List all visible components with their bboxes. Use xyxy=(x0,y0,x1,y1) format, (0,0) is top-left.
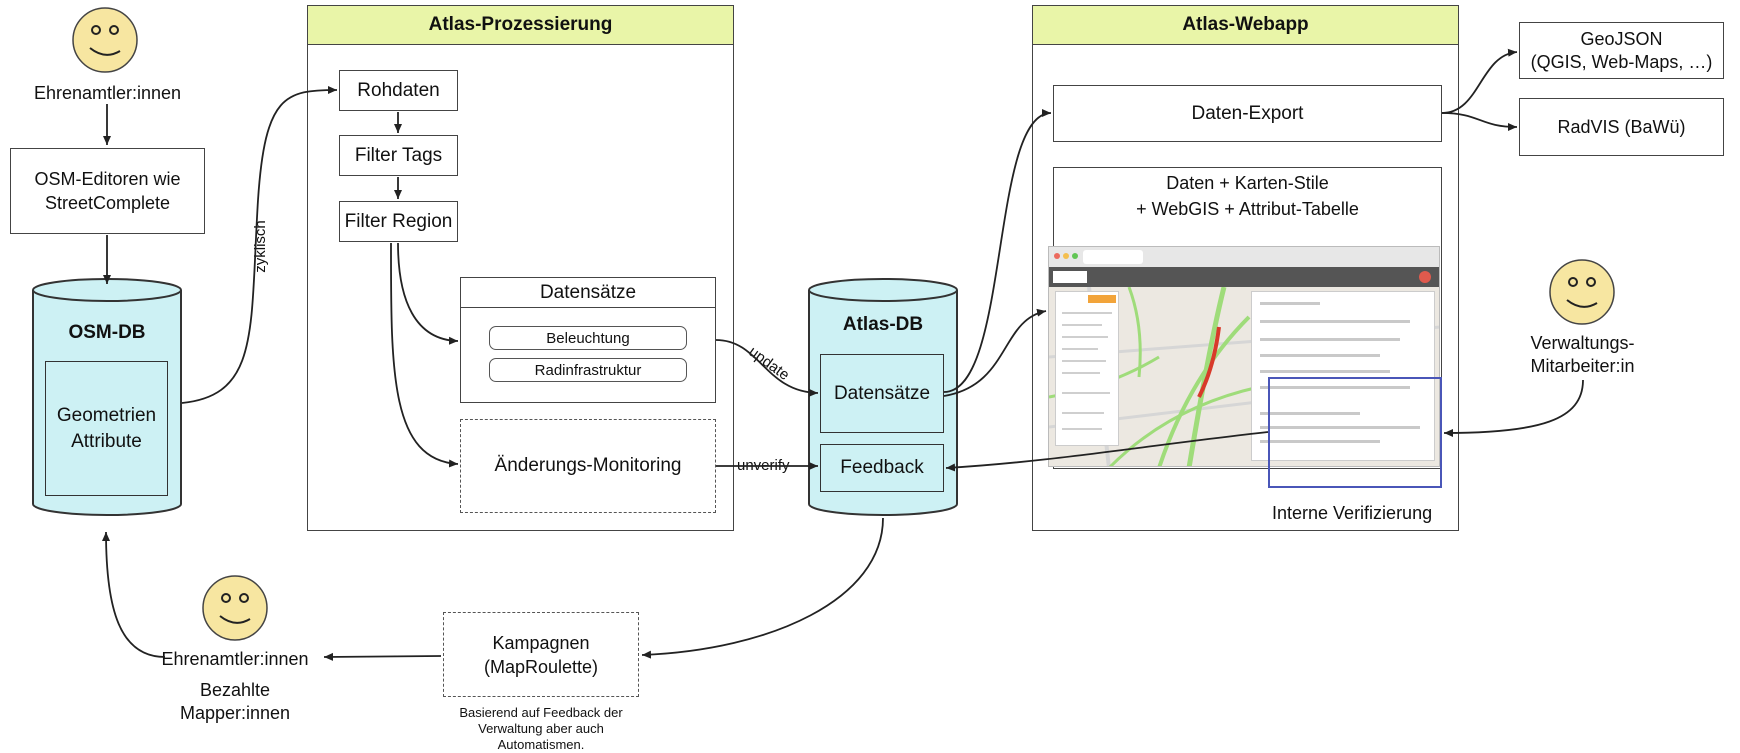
osm-editors-line-1: OSM-Editoren wie xyxy=(34,169,181,189)
campaigns-note-line-2: Verwaltung aber auch xyxy=(478,721,604,736)
legend-line xyxy=(1062,412,1104,414)
campaigns-line-2: (MapRoulette) xyxy=(483,656,599,677)
webgis-title-line-1: Daten + Karten-Stile xyxy=(1166,173,1329,193)
filter-region-box: Filter Region xyxy=(339,201,458,242)
attribute-row xyxy=(1260,320,1410,323)
campaigns-note-line-1: Basierend auf Feedback der xyxy=(459,705,623,720)
window-max-dot xyxy=(1072,253,1078,259)
arrow-staff-to-verification xyxy=(1443,379,1584,437)
attribute-row xyxy=(1260,412,1360,415)
paid-mappers-line-2: Mapper:innen xyxy=(179,703,291,723)
volunteer-face-icon xyxy=(72,7,138,73)
campaigns-line-1: Kampagnen xyxy=(492,632,590,653)
filter-tags-box: Filter Tags xyxy=(339,135,458,176)
arrow-atlasdb-to-campaigns xyxy=(641,517,884,659)
screenshot-app-header xyxy=(1049,267,1439,287)
datasets-group-title: Datensätze xyxy=(460,277,716,308)
arrow-datasets-to-atlasdb xyxy=(715,339,819,397)
screenshot-attribute-panel xyxy=(1251,291,1435,461)
webapp-panel-title: Atlas-Webapp xyxy=(1032,5,1459,45)
attribute-row xyxy=(1260,440,1380,443)
rohdaten-box: Rohdaten xyxy=(339,70,458,111)
legend-line xyxy=(1062,336,1108,338)
paid-mappers-line-1: Bezahlte xyxy=(199,680,271,700)
attribute-row xyxy=(1260,354,1380,357)
data-export-box: Daten-Export xyxy=(1053,85,1442,142)
legend-line xyxy=(1062,428,1102,430)
screenshot-tab xyxy=(1083,250,1143,264)
legend-line xyxy=(1062,372,1100,374)
arrow-osmdb-to-rohdaten xyxy=(181,86,338,404)
geojson-line-1: GeoJSON xyxy=(1580,28,1663,49)
osm-db-title: OSM-DB xyxy=(68,322,146,343)
radvis-box: RadVIS (BaWü) xyxy=(1519,98,1724,156)
dataset-item-beleuchtung: Beleuchtung xyxy=(489,326,687,350)
arrow-atlasdb-to-export xyxy=(943,109,1052,393)
arrow-campaigns-to-volunteers xyxy=(323,652,442,661)
geojson-line-2: (QGIS, Web-Maps, …) xyxy=(1530,51,1713,72)
arrow-atlasdb-to-webgis xyxy=(943,308,1047,397)
arrow-export-to-geojson xyxy=(1441,48,1518,114)
osm-editors-line-2: StreetComplete xyxy=(44,193,171,213)
mapper-face-icon xyxy=(202,575,268,641)
legend-line xyxy=(1062,312,1112,314)
arrow-volunteers-to-osmdb xyxy=(102,531,166,658)
geojson-box: GeoJSON (QGIS, Web-Maps, …) xyxy=(1519,22,1724,79)
attribute-row xyxy=(1260,302,1320,305)
osm-db-attribute-label: Attribute xyxy=(71,430,142,452)
attribute-row xyxy=(1260,338,1400,341)
staff-label-line-1: Verwaltungs- xyxy=(1530,333,1635,353)
osm-editors-box: OSM-Editoren wie StreetComplete xyxy=(10,148,205,234)
campaigns-note-line-3: Automatismen. xyxy=(497,737,585,752)
screenshot-browser-bar xyxy=(1049,247,1439,267)
screenshot-user-avatar xyxy=(1419,271,1431,283)
attribute-row xyxy=(1260,370,1390,373)
webapp-screenshot xyxy=(1048,246,1440,467)
campaigns-box: Kampagnen (MapRoulette) xyxy=(443,612,639,697)
legend-line xyxy=(1062,392,1110,394)
monitoring-box: Änderungs-Monitoring xyxy=(460,419,716,513)
verification-frame xyxy=(1268,377,1442,488)
osm-db-geometry-box: Geometrien Attribute xyxy=(45,361,168,496)
legend-line xyxy=(1062,348,1098,350)
screenshot-legend-panel xyxy=(1055,291,1119,446)
legend-line xyxy=(1062,360,1106,362)
atlas-db-title: Atlas-DB xyxy=(842,314,924,335)
volunteers-label: Ehrenamtler:innen xyxy=(33,83,182,103)
internal-verification-label: Interne Verifizierung xyxy=(1272,503,1433,523)
webgis-title-line-2: + WebGIS + Attribut-Tabelle xyxy=(1136,199,1359,219)
staff-face-icon xyxy=(1549,259,1615,325)
window-close-dot xyxy=(1054,253,1060,259)
atlas-db-feedback-box: Feedback xyxy=(820,444,944,492)
arrow-region-to-datasets xyxy=(397,242,459,345)
volunteers-bottom-label: Ehrenamtler:innen xyxy=(161,649,309,669)
processing-panel-title: Atlas-Prozessierung xyxy=(307,5,734,45)
arrow-verification-to-feedback xyxy=(945,431,1269,472)
window-min-dot xyxy=(1063,253,1069,259)
osm-db-geometry-label: Geometrien xyxy=(56,404,157,426)
legend-line xyxy=(1062,324,1102,326)
arrow-export-to-radvis xyxy=(1441,112,1518,131)
legend-tab-active xyxy=(1088,295,1116,303)
dataset-item-radinfrastruktur: Radinfrastruktur xyxy=(489,358,687,382)
attribute-row xyxy=(1260,386,1410,389)
arrow-region-to-monitoring xyxy=(390,242,459,468)
atlas-db-datasets-box: Datensätze xyxy=(820,354,944,433)
screenshot-logo xyxy=(1053,271,1087,283)
attribute-row xyxy=(1260,426,1420,429)
staff-label-line-2: Mitarbeiter:in xyxy=(1530,356,1635,376)
